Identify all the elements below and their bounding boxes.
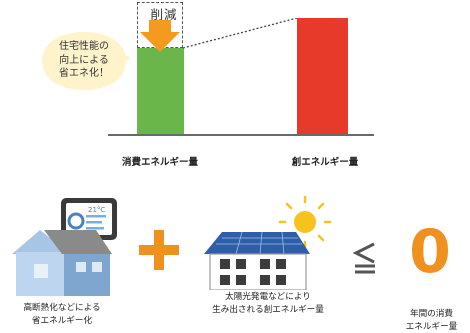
solar-caption: 太陽光発電などにより 生み出される創エネルギー量 [192,291,344,316]
less-or-equal-operator-icon [352,242,375,274]
speech-bubble [42,32,131,90]
bubble-line-2: 向上による [59,54,109,66]
sun-icon [278,196,332,249]
created-energy-label: 創エネルギー量 [291,157,359,168]
insulation-caption-line-1: 高断熱化などによる [23,303,101,313]
solar-caption-line-1: 太陽光発電などにより [225,292,311,302]
plus-operator-icon [139,230,179,270]
bubble-line-1: 住宅性能の [59,41,109,52]
thermostat-reading: 21°C [88,206,105,214]
reduction-label: 削減 [150,7,178,22]
chart-baseline [108,134,374,136]
insulation-caption-line-2: 省エネルギー化 [31,315,93,326]
dotted-connector [183,18,298,49]
annual-caption-line-2: エネルギー量 [405,321,458,332]
bubble-text: 住宅性能の 向上による 省エネ化！ [44,40,124,81]
result-zero: 0 [409,217,451,287]
consumed-energy-label: 消費エネルギー量 [121,157,198,168]
annual-caption-line-1: 年間の消費 [410,309,453,319]
insulation-caption: 高断熱化などによる 省エネルギー化 [0,302,124,327]
bubble-line-3: 省エネ化！ [59,68,109,79]
solar-house-icon [204,196,332,290]
created-energy-bar [297,18,348,134]
consumed-energy-bar [137,48,184,134]
solar-caption-line-2: 生み出される創エネルギー量 [212,304,324,315]
down-arrow-icon [140,20,180,52]
annual-consumption-caption: 年間の消費 エネルギー量 [393,308,470,333]
insulated-house-icon: 21°C [12,198,117,296]
